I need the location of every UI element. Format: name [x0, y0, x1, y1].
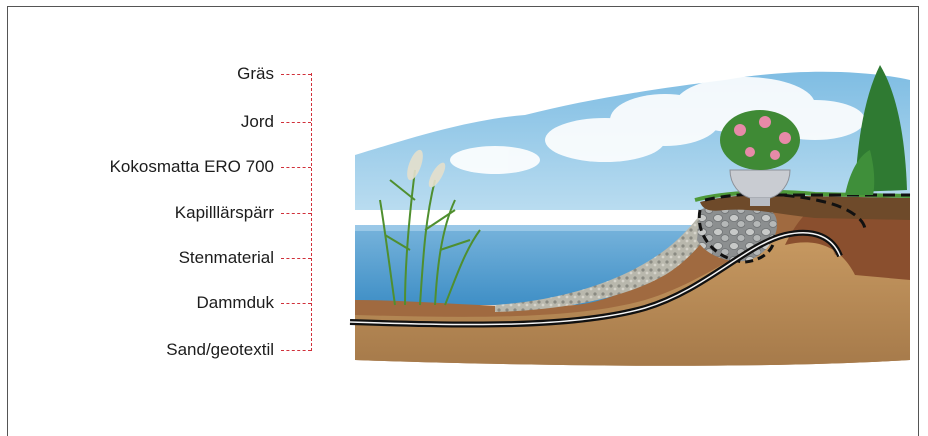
- leader-bracket: [311, 73, 312, 351]
- leader-kokosmatta: [281, 167, 311, 168]
- label-sand-geotextil: Sand/geotextil: [0, 340, 274, 360]
- leader-kapillarsparr: [281, 213, 311, 214]
- label-jord: Jord: [0, 112, 274, 132]
- label-kokosmatta: Kokosmatta ERO 700: [0, 157, 274, 177]
- label-dammduk: Dammduk: [0, 293, 274, 313]
- leader-sand-geotextil: [281, 350, 311, 351]
- leader-dammduk: [281, 303, 311, 304]
- label-gras: Gräs: [0, 64, 274, 84]
- label-kapillarsparr: Kapilllärspärr: [0, 203, 274, 223]
- leader-gras: [281, 74, 311, 75]
- leader-jord: [281, 122, 311, 123]
- pond-cross-section-illustration: [345, 60, 920, 380]
- label-stenmaterial: Stenmaterial: [0, 248, 274, 268]
- leader-stenmaterial: [281, 258, 311, 259]
